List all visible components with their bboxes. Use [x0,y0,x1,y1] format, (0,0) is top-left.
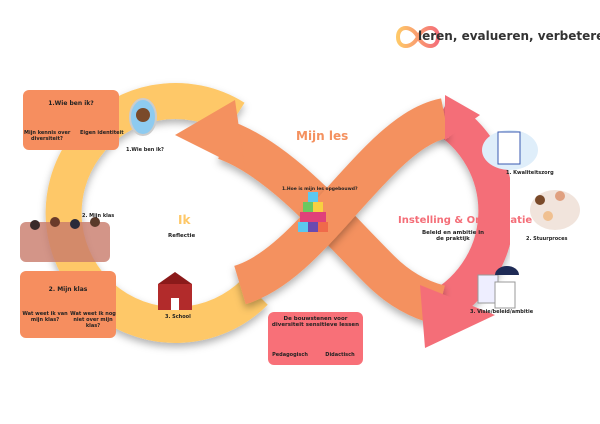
les-band-1 [217,121,446,325]
org-loop [422,99,515,329]
wie-ben-ik-box-title: 1.Wie ben ik? [48,100,94,107]
bouwstenen-left: Pedagogisch [272,352,308,358]
ik-subtitle: Reflectie [168,233,196,239]
ik-step-2: 2. Mijn klas [82,213,115,219]
les-band-2 [233,98,450,305]
ik-title: Ik [178,213,191,227]
bouwstenen-right: Didactisch [325,352,355,358]
les-step-1: 1.Hoe is mijn les opgebouwd? [282,187,358,192]
header-title: leren, evalueren, verbeteren [418,29,600,43]
quality-checklist-icon [482,130,538,170]
vision-documents-icon [477,266,519,309]
infinity-logo-icon [395,26,441,48]
mijn-klas-box-title: 2. Mijn klas [48,286,88,293]
bouwstenen-box [268,312,363,365]
org-title: Instelling & Organisatie [398,215,533,226]
mijn-klas-box [20,271,116,338]
org-step-2: 2. Stuurproces [526,236,568,242]
school-icon [158,272,192,310]
ik-step-3: 3. School [165,314,191,320]
org-step-1: 1. Kwaliteitszorg [506,170,554,176]
wie-ben-ik-box [23,90,119,150]
les-title: Mijn les [296,129,349,143]
arrowhead-top-right [445,95,480,140]
arrowhead-right [420,285,495,348]
arrowhead-left [175,100,245,170]
building-blocks-icon [298,192,328,232]
crowd-icon [20,217,110,262]
org-step-3: 3. Visie/beleid/ambitie [470,309,534,315]
ik-step-1: 1.Wie ben ik? [126,147,164,153]
people-network-icon [530,190,580,230]
wie-ben-ik-right: Eigen identiteit [80,130,124,136]
